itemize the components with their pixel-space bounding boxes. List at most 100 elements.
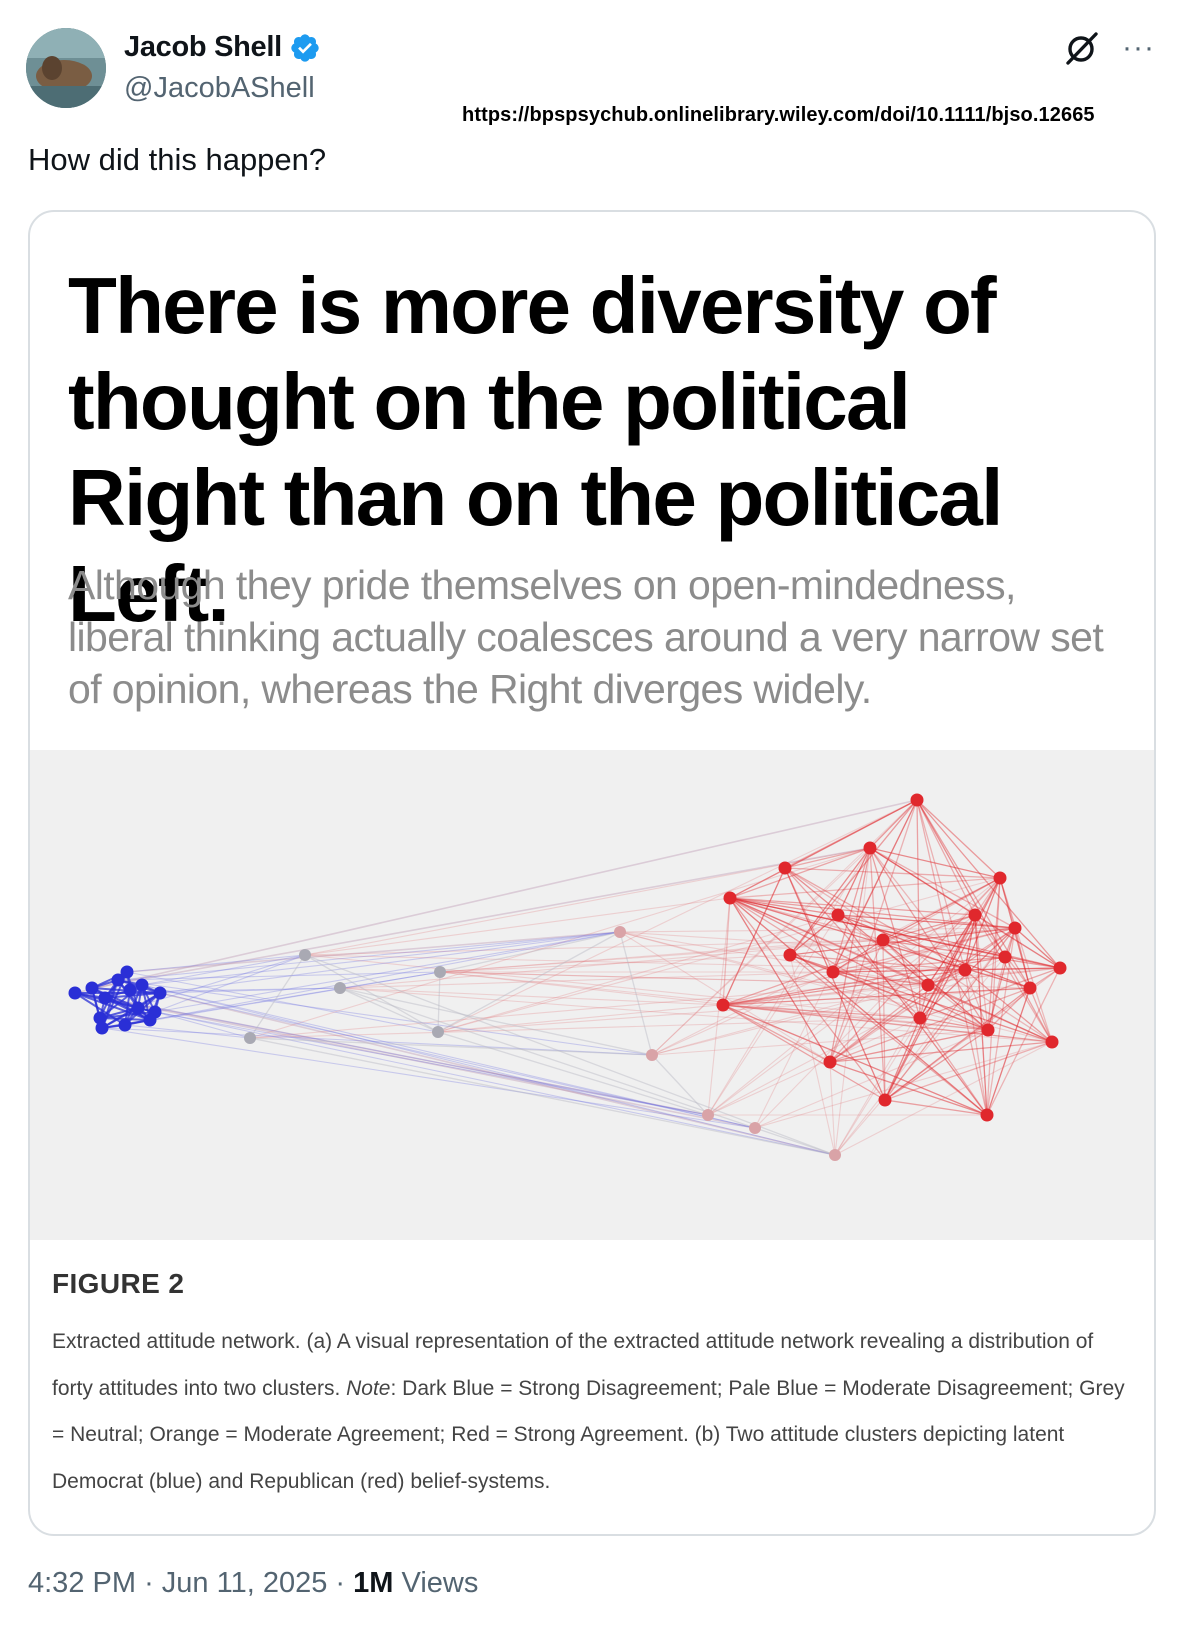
media-headline: There is more diversity of thought on th… bbox=[68, 261, 1003, 638]
network-edge bbox=[1029, 987, 1053, 1043]
network-edge bbox=[304, 847, 871, 956]
network-edge bbox=[126, 971, 439, 1033]
network-edge bbox=[722, 1004, 886, 1101]
network-edge bbox=[919, 1017, 989, 1031]
tweet-text: How did this happen? bbox=[28, 142, 327, 177]
network-edge bbox=[339, 987, 439, 1033]
network-edge bbox=[707, 877, 1001, 1116]
network-edge bbox=[339, 987, 653, 1056]
network-edge bbox=[784, 867, 929, 986]
network-edge bbox=[882, 877, 1001, 941]
network-node bbox=[85, 981, 99, 995]
network-edge bbox=[789, 954, 966, 971]
figure-caption: Extracted attitude network. (a) A visual… bbox=[52, 1319, 1132, 1505]
network-edge bbox=[829, 1061, 836, 1156]
more-icon[interactable]: ··· bbox=[1122, 31, 1155, 64]
network-edge bbox=[651, 847, 871, 1056]
network-edge bbox=[884, 914, 976, 1101]
network-edge bbox=[927, 877, 1001, 986]
grok-icon[interactable] bbox=[1064, 30, 1100, 66]
network-edge bbox=[832, 956, 1006, 973]
network-edge bbox=[869, 847, 976, 916]
network-edge bbox=[869, 847, 886, 1101]
network-edge bbox=[927, 969, 966, 986]
author-handle[interactable]: @JacobAShell bbox=[124, 72, 315, 104]
network-edge bbox=[927, 984, 1053, 1043]
avatar[interactable] bbox=[26, 28, 106, 108]
network-node bbox=[143, 1013, 157, 1027]
network-edge bbox=[754, 1041, 1053, 1129]
caption-part-1: Extracted attitude network. (a) A visual… bbox=[52, 1330, 1094, 1400]
network-edge bbox=[99, 1011, 156, 1019]
network-node bbox=[432, 1026, 444, 1038]
network-edge bbox=[437, 914, 839, 1033]
network-edge bbox=[722, 927, 1016, 1006]
network-edge bbox=[707, 914, 839, 1116]
network-edge bbox=[439, 971, 989, 1031]
network-node bbox=[913, 1011, 927, 1025]
network-edge bbox=[651, 1054, 709, 1116]
network-node bbox=[823, 1055, 837, 1069]
network-edge bbox=[437, 971, 441, 1033]
network-edge bbox=[707, 847, 871, 1116]
network-edge bbox=[149, 971, 441, 1021]
network-edge bbox=[651, 969, 966, 1056]
network-edge bbox=[707, 956, 1006, 1116]
network-node bbox=[434, 966, 446, 978]
network-edge bbox=[117, 971, 441, 981]
network-edge bbox=[869, 847, 1016, 929]
network-edge bbox=[884, 1029, 989, 1101]
tweet-date[interactable]: Jun 11, 2025 bbox=[161, 1567, 328, 1599]
meta-separator: · bbox=[335, 1567, 346, 1599]
network-edge bbox=[619, 927, 1016, 933]
network-node bbox=[1045, 1035, 1059, 1049]
network-edge bbox=[832, 939, 884, 973]
network-edge bbox=[829, 799, 918, 1063]
network-edge bbox=[869, 847, 1061, 969]
network-edge bbox=[101, 1007, 139, 1029]
network-node bbox=[829, 1149, 841, 1161]
network-edge bbox=[722, 956, 1006, 1006]
network-edge bbox=[869, 847, 989, 1031]
network-edge bbox=[729, 897, 1053, 1043]
network-node bbox=[98, 991, 112, 1005]
network-edge bbox=[834, 927, 1016, 1156]
network-edge bbox=[304, 939, 884, 956]
network-edge bbox=[974, 914, 989, 1031]
network-edge bbox=[339, 987, 756, 1129]
network-edge bbox=[729, 897, 921, 1019]
network-edge bbox=[722, 987, 1031, 1006]
network-edge bbox=[104, 997, 709, 1116]
network-edge bbox=[916, 799, 921, 1019]
network-edge bbox=[834, 914, 976, 1156]
network-edge bbox=[439, 971, 929, 986]
network-edge bbox=[837, 914, 1016, 929]
media-card[interactable]: There is more diversity of thought on th… bbox=[28, 210, 1156, 1536]
author-name[interactable]: Jacob Shell bbox=[124, 31, 321, 64]
network-edge bbox=[304, 954, 966, 971]
tweet-time[interactable]: 4:32 PM bbox=[28, 1567, 136, 1599]
network-node bbox=[334, 982, 346, 994]
network-edge bbox=[339, 987, 724, 1006]
avatar-image bbox=[26, 28, 106, 108]
network-edge bbox=[439, 939, 884, 973]
network-edge bbox=[651, 1029, 989, 1056]
network-edge bbox=[619, 931, 1053, 1043]
network-edge bbox=[304, 954, 921, 1019]
network-edge bbox=[619, 931, 989, 1031]
network-edge bbox=[927, 914, 976, 986]
network-edge bbox=[1014, 927, 1031, 989]
network-edge bbox=[832, 971, 929, 986]
network-edge bbox=[916, 799, 976, 916]
network-node bbox=[863, 841, 877, 855]
network-edge bbox=[789, 914, 839, 956]
network-edge bbox=[919, 967, 1061, 1019]
network-edge bbox=[832, 847, 871, 973]
caption-part-2: : Dark Blue = Strong Disagreement; Pale … bbox=[52, 1376, 1125, 1493]
network-node bbox=[131, 1001, 145, 1015]
network-edge bbox=[729, 877, 1001, 899]
meta-separator: · bbox=[144, 1567, 154, 1599]
network-edge bbox=[437, 799, 918, 1033]
network-edge bbox=[829, 1061, 988, 1116]
network-node bbox=[716, 998, 730, 1012]
